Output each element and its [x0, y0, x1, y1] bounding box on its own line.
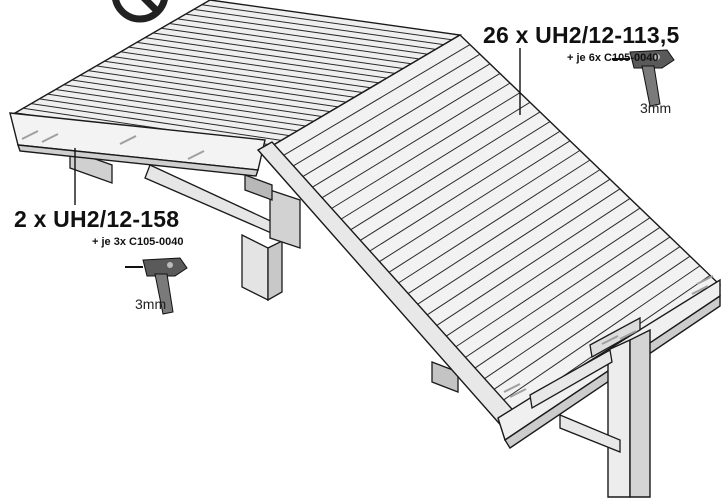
roof-board-seam	[434, 207, 641, 345]
roof-board-seam	[274, 44, 471, 162]
roof-board-seam	[302, 73, 501, 194]
drill-icon	[612, 49, 675, 107]
rear-post-brace	[144, 164, 301, 249]
roof-board-seam	[462, 236, 671, 377]
leader-lines	[74, 48, 521, 205]
roof-board-seam	[330, 101, 531, 226]
screw	[619, 330, 637, 340]
roof-board-seam	[112, 56, 363, 93]
screw	[601, 335, 619, 345]
roof-board-seam	[481, 255, 691, 399]
screw	[696, 275, 714, 285]
part-sublabel-right: + je 6x C105-0040	[567, 52, 659, 64]
roof-board-seam	[31, 103, 282, 141]
roof-board-seam	[177, 18, 428, 55]
roof-board-seam	[136, 41, 387, 79]
roof-board-seam	[358, 130, 561, 259]
roof-board-seam	[79, 74, 331, 113]
screw	[187, 150, 205, 160]
roof-board-seam	[169, 23, 420, 60]
drill-icon	[125, 257, 188, 315]
roof-board-seam	[387, 159, 591, 291]
roof-board-seam	[443, 217, 651, 356]
roof-board-seam	[161, 27, 412, 65]
roof-board-seam	[424, 198, 631, 334]
roof-board-seam	[293, 63, 491, 183]
roof-board-seam	[88, 70, 339, 108]
roof-board-seam	[71, 79, 322, 117]
roof-board-seam	[63, 84, 314, 122]
roof-board-seam	[201, 4, 452, 41]
screw	[119, 135, 137, 145]
part-label-right: 26 x UH2/12-113,5	[483, 22, 680, 48]
roof-board-seam	[193, 8, 444, 46]
roof-board-seam	[340, 111, 541, 237]
roof-board-seam	[415, 188, 621, 323]
roof-board-seam	[368, 140, 571, 269]
roof-board-seam	[283, 53, 481, 172]
roof-board-seam	[96, 65, 347, 103]
roof-board-seam	[396, 169, 601, 302]
roof-board-seam	[472, 246, 681, 388]
front-post	[607, 328, 651, 498]
drill-size-right: 3mm	[640, 100, 672, 116]
no-symbol-icon	[112, 0, 168, 23]
roof-board-seam	[453, 226, 661, 366]
roof-board-seam	[377, 149, 581, 280]
roof-board-seam	[311, 82, 511, 205]
roof-board-seam	[490, 265, 701, 409]
screw	[21, 130, 39, 140]
screw	[41, 133, 59, 143]
drill-size-left: 3mm	[135, 296, 167, 312]
roof-board-seam	[185, 13, 436, 50]
part-sublabel-left: + je 3x C105-0040	[92, 236, 184, 248]
fascia-board-left	[9, 112, 266, 177]
screw	[509, 388, 527, 398]
roof-board-seam	[120, 51, 371, 89]
roof-board-seam	[153, 32, 404, 70]
screw	[691, 285, 709, 295]
part-label-left: 2 x UH2/12-158	[14, 206, 180, 232]
roof-board-seam	[128, 46, 379, 84]
roof-board-seam	[104, 60, 355, 98]
rear-post-left	[241, 233, 283, 302]
roof-board-seam	[47, 93, 298, 132]
roof-board-seam	[349, 121, 551, 248]
roof-board-seam	[39, 98, 290, 137]
roof-board-seam	[144, 37, 396, 74]
roof-board-seam	[55, 88, 306, 127]
screw-marks	[21, 130, 714, 398]
roof-board-seam	[406, 178, 611, 312]
roof-board-seam	[321, 92, 521, 216]
screw	[503, 383, 521, 393]
